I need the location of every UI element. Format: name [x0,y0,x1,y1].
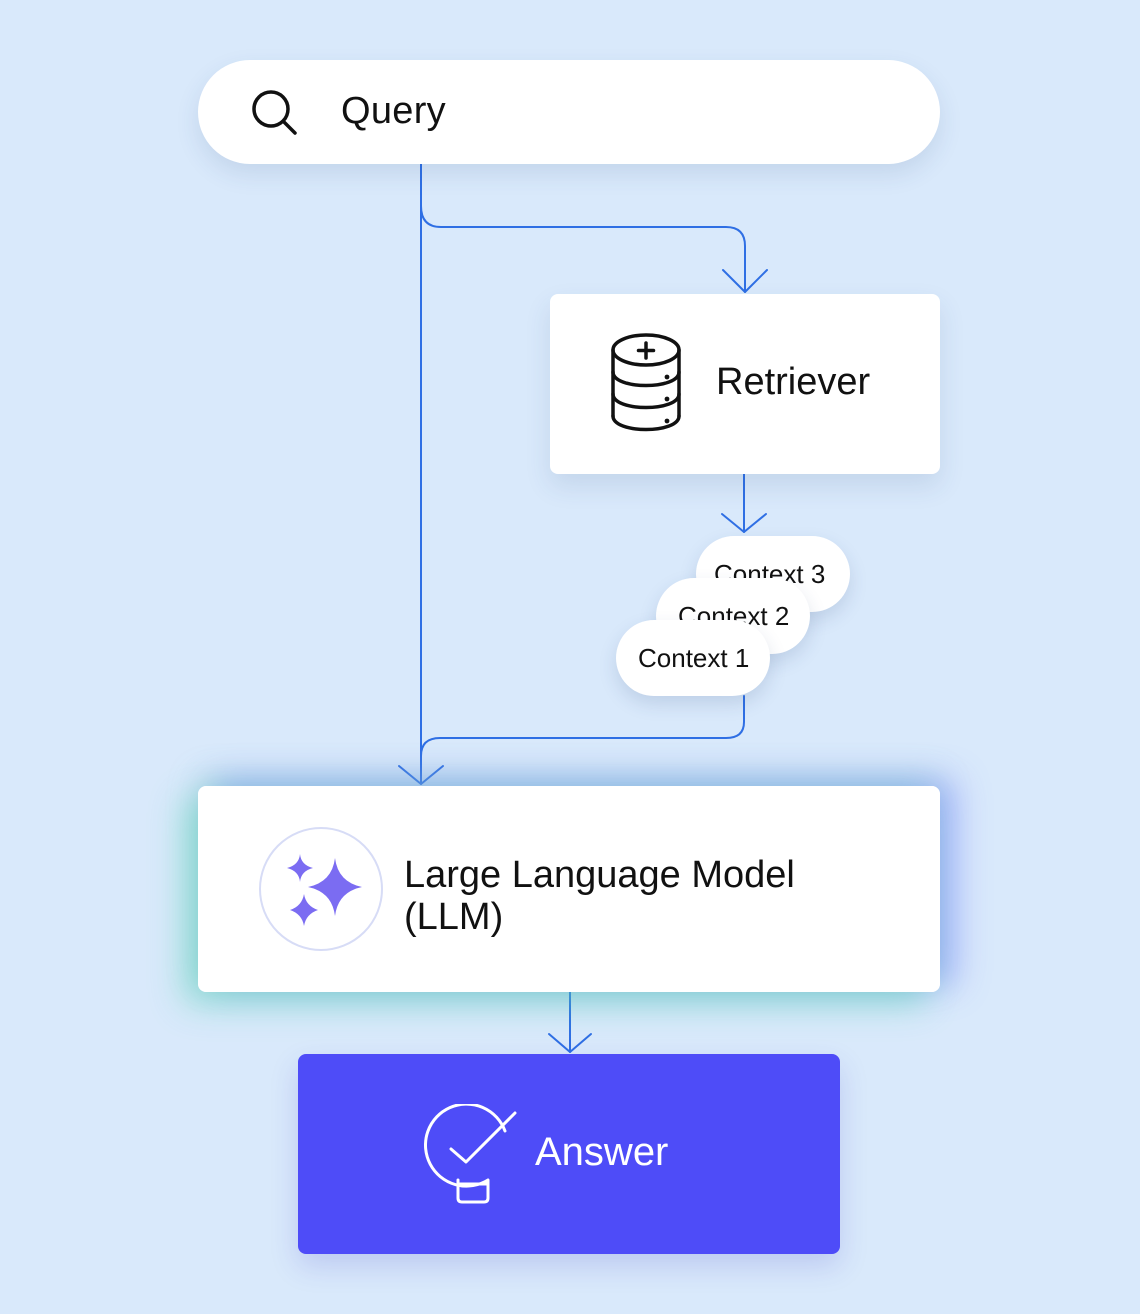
search-icon [252,90,297,135]
lightbulb-check-icon [424,1104,517,1204]
query-to-retriever-connector [420,205,746,293]
query-box [198,60,940,164]
context-arrowhead [721,513,767,533]
retriever-arrowhead [722,269,768,293]
answer-arrowhead [548,1033,592,1053]
database-icon [611,333,681,432]
answer-box [298,1054,840,1254]
context-to-llm-connector [420,695,745,757]
llm-arrowhead [398,765,444,785]
answer-label: Answer [535,1130,669,1174]
query-label: Query [341,90,446,132]
sparkles-icon [259,827,383,951]
retriever-box [550,294,940,474]
context-pill-1: Context 1 [616,620,770,696]
retriever-label: Retriever [716,361,871,403]
context-label-1: Context 1 [638,643,750,673]
llm-label: Large Language Model (LLM) [404,854,795,938]
